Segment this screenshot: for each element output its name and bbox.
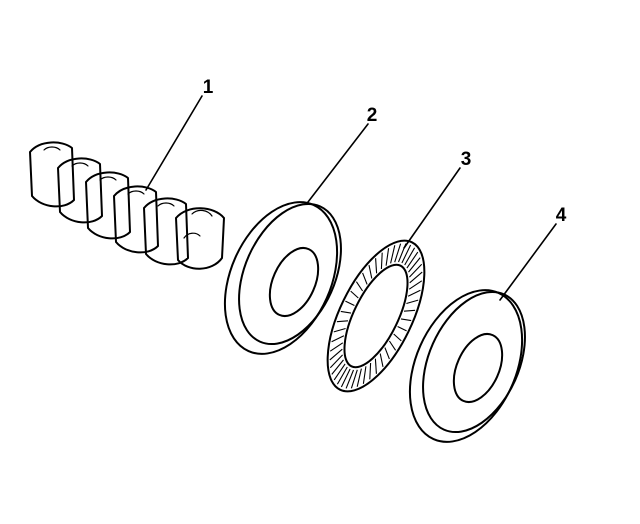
- bearing-needle: [380, 252, 383, 270]
- leader-line-1: [145, 95, 203, 191]
- bearing-needle: [404, 247, 416, 266]
- bearing-needle: [336, 366, 348, 385]
- spring-coil: [57, 157, 103, 224]
- bearing-needle: [355, 281, 364, 292]
- bearing-needle: [407, 289, 421, 297]
- spring-coil: [113, 185, 159, 254]
- bearing-needle: [409, 263, 423, 278]
- bearing-needle: [333, 327, 346, 333]
- bearing-needle: [409, 271, 423, 284]
- bearing-needle: [403, 309, 416, 312]
- bearing-needle: [340, 310, 352, 314]
- bearing-needle: [394, 243, 402, 263]
- bearing-needle: [393, 333, 402, 342]
- bearing-needle: [375, 258, 378, 274]
- bearing-needle: [408, 257, 421, 273]
- bearing-needle: [329, 354, 343, 369]
- bearing-needle: [408, 280, 423, 290]
- spring-end-coil: [175, 207, 225, 270]
- bearing-needle: [369, 362, 372, 380]
- callout-label-3: 3: [461, 149, 472, 170]
- bearing-needle: [362, 366, 367, 384]
- bearing-needle: [401, 244, 412, 264]
- bearing-needle: [374, 358, 377, 374]
- spring-coil: [143, 197, 189, 266]
- bearing-needle: [362, 272, 368, 285]
- part-3-thrust-bearing: [326, 239, 426, 393]
- bearing-needle: [400, 318, 412, 322]
- bearing-needle: [345, 369, 355, 389]
- bearing-needle: [356, 368, 362, 387]
- spring-coil: [85, 171, 131, 240]
- bearing-needle: [345, 300, 355, 306]
- bearing-needle: [390, 245, 396, 264]
- bearing-needles: [329, 243, 423, 389]
- bearing-needle: [329, 342, 344, 352]
- bearing-needle: [340, 368, 351, 388]
- leader-line-3: [403, 167, 461, 249]
- leader-line-4: [499, 223, 557, 301]
- bearing-needle: [388, 340, 397, 351]
- bearing-needle: [406, 299, 419, 305]
- bearing-needle: [331, 335, 345, 343]
- bearing-needle: [350, 290, 359, 299]
- callout-label-1: 1: [203, 77, 214, 98]
- bearing-needle: [385, 248, 390, 266]
- leader-line-2: [307, 123, 369, 203]
- bearing-needle: [379, 353, 384, 368]
- bearing-needle: [329, 348, 343, 361]
- bearing-needle: [397, 326, 407, 332]
- callout-label-4: 4: [556, 205, 567, 226]
- bearing-needle: [384, 347, 390, 360]
- part-2-washer: [223, 201, 342, 355]
- bearing-needle: [368, 264, 373, 279]
- bearing-needle: [336, 320, 349, 323]
- bearing-needle: [406, 251, 419, 269]
- callout-label-2: 2: [367, 105, 378, 126]
- part-4-washer: [408, 289, 526, 443]
- part-1-spring: [29, 141, 225, 270]
- bearing-needle: [333, 363, 346, 381]
- bearing-needle: [331, 359, 344, 375]
- spring-coil: [29, 141, 75, 208]
- bearing-needle: [350, 369, 358, 389]
